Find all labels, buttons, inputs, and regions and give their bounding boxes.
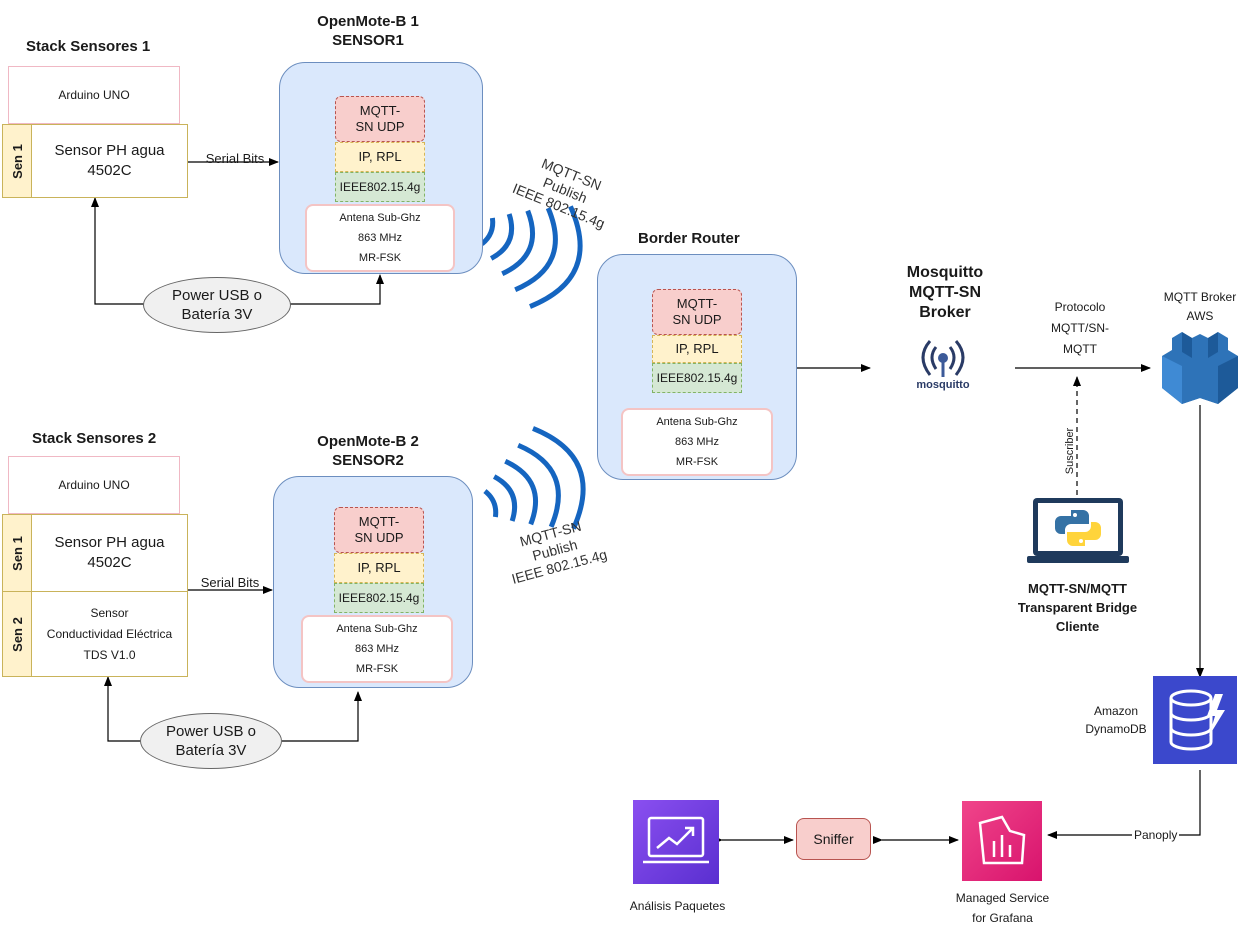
power-arrow-2a [104, 676, 142, 742]
serial-bits-label-1: Serial Bits [205, 151, 265, 166]
stack1-arduino: Arduino UNO [8, 66, 180, 124]
power-arrow-1a [91, 197, 150, 305]
serial-bits-label-2: Serial Bits [200, 575, 260, 590]
openmote2-ip-layer: IP, RPL [334, 553, 424, 583]
grafana-icon [962, 801, 1042, 881]
stack2-title: Stack Sensores 2 [32, 430, 157, 447]
mosquitto-logo-icon: mosquitto [908, 333, 978, 399]
dynamodb-icon [1153, 676, 1237, 764]
power-arrow-1b [290, 274, 384, 305]
wireless-signal-icon-1 [480, 205, 583, 309]
power-ellipse-2: Power USB o Batería 3V [140, 713, 282, 769]
laptop-python-icon [1027, 496, 1129, 568]
stack2-sen2-label: Sen 2 [2, 591, 32, 677]
aws-iot-castle-icon [1158, 328, 1242, 406]
wireless-signal-icon-2 [483, 426, 586, 530]
panoply-label: Panoply [1132, 828, 1180, 842]
power-ellipse-1: Power USB o Batería 3V [143, 277, 291, 333]
analytics-icon [633, 800, 719, 884]
border-router-ip-layer: IP, RPL [652, 335, 742, 363]
sniffer-box: Sniffer [796, 818, 871, 860]
mosquitto-logo-text: mosquitto [916, 379, 970, 391]
stack1-arduino-label: Arduino UNO [58, 88, 130, 102]
stack2-sen1-label: Sen 1 [2, 514, 32, 592]
analisis-label: Análisis Paquetes [629, 899, 726, 913]
border-router-mqtt-layer: MQTT-SN UDP [652, 289, 742, 335]
suscriber-label: Suscriber [1064, 427, 1076, 475]
panoply-arrow [1047, 770, 1201, 839]
openmote2-mqtt-layer: MQTT-SN UDP [334, 507, 424, 553]
openmote1-mqtt-layer: MQTT-SN UDP [335, 96, 425, 142]
stack2-arduino-label: Arduino UNO [58, 478, 130, 492]
stack1-sensor1: Sensor PH agua 4502C [31, 124, 188, 198]
border-router-ieee-layer: IEEE802.15.4g [652, 363, 742, 393]
stack2-sensor1: Sensor PH agua 4502C [31, 514, 188, 592]
openmote1-ip-layer: IP, RPL [335, 142, 425, 172]
openmote1-ieee-layer: IEEE802.15.4g [335, 172, 425, 202]
openmote2-ieee-layer: IEEE802.15.4g [334, 583, 424, 613]
power-arrow-2b [282, 691, 362, 742]
stack1-sen1-label: Sen 1 [2, 124, 32, 198]
stack1-title: Stack Sensores 1 [26, 38, 151, 55]
stack2-arduino: Arduino UNO [8, 456, 180, 514]
border-router-title: Border Router [638, 230, 740, 247]
